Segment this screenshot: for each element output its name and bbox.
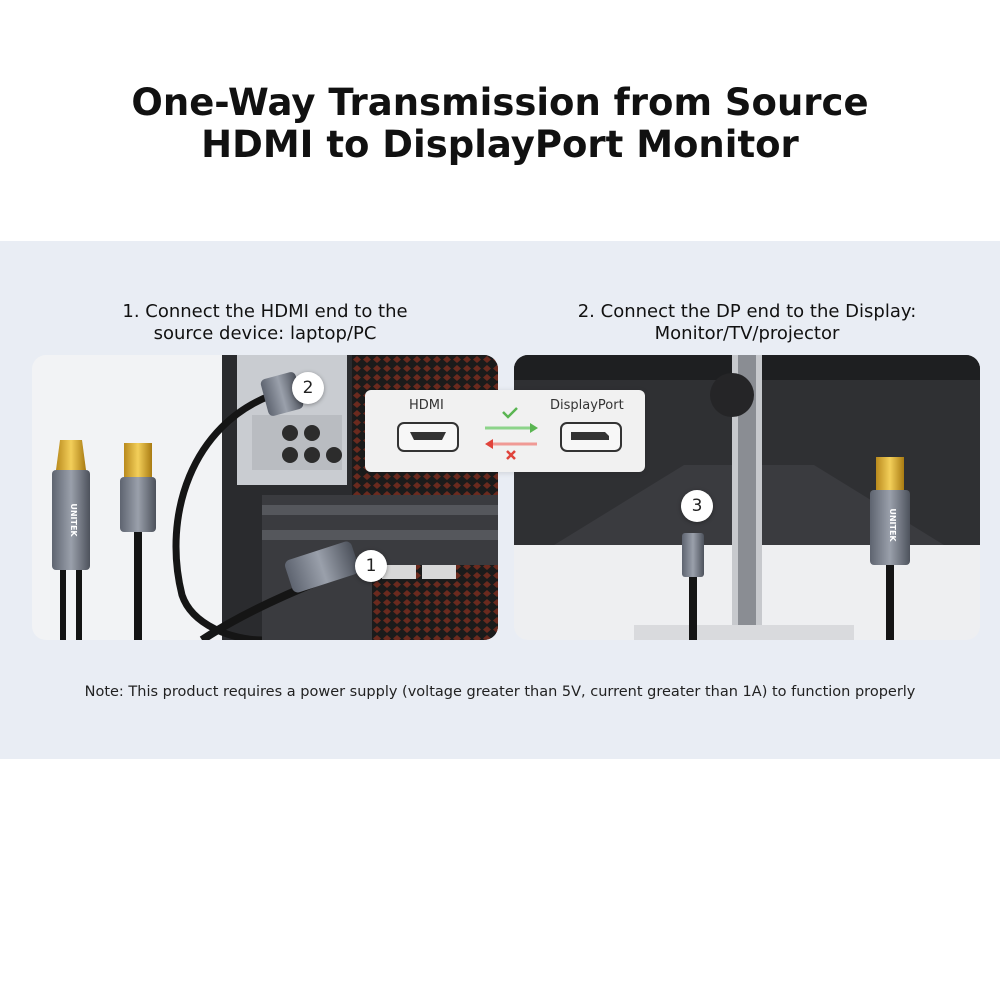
step-2-caption: 2. Connect the DP end to the Display: Mo… [514, 301, 980, 345]
step-2-line-1: 2. Connect the DP end to the Display: [577, 301, 917, 322]
step-1-caption: 1. Connect the HDMI end to the source de… [32, 301, 498, 345]
cross-icon [506, 450, 516, 460]
hdmi-port-icon [397, 422, 459, 452]
marker-2: 2 [292, 372, 324, 404]
marker-1: 1 [355, 550, 387, 582]
title-line-2: HDMI to DisplayPort Monitor [201, 123, 799, 166]
port-diagram [397, 407, 622, 460]
marker-3: 3 [681, 490, 713, 522]
hdmi-port-label: HDMI [409, 398, 444, 413]
displayport-port-label: DisplayPort [550, 398, 624, 413]
title-line-1: One-Way Transmission from Source [131, 81, 869, 124]
reverse-arrow-icon [485, 439, 537, 460]
displayport-port-icon [560, 422, 622, 452]
check-icon [502, 407, 518, 419]
brand-label-dp: UNITEK [888, 508, 897, 542]
step-2-line-2: Monitor/TV/projector [654, 323, 840, 344]
power-note: Note: This product requires a power supp… [84, 684, 916, 700]
forward-arrow-icon [485, 407, 538, 433]
step-1-line-2: source device: laptop/PC [153, 323, 377, 344]
signal-direction-inset: HDMI DisplayPort [365, 390, 645, 472]
brand-label-hdmi: UNITEK [69, 503, 78, 537]
page-title: One-Way Transmission from Source HDMI to… [0, 82, 1000, 166]
step-1-line-1: 1. Connect the HDMI end to the [122, 301, 408, 322]
